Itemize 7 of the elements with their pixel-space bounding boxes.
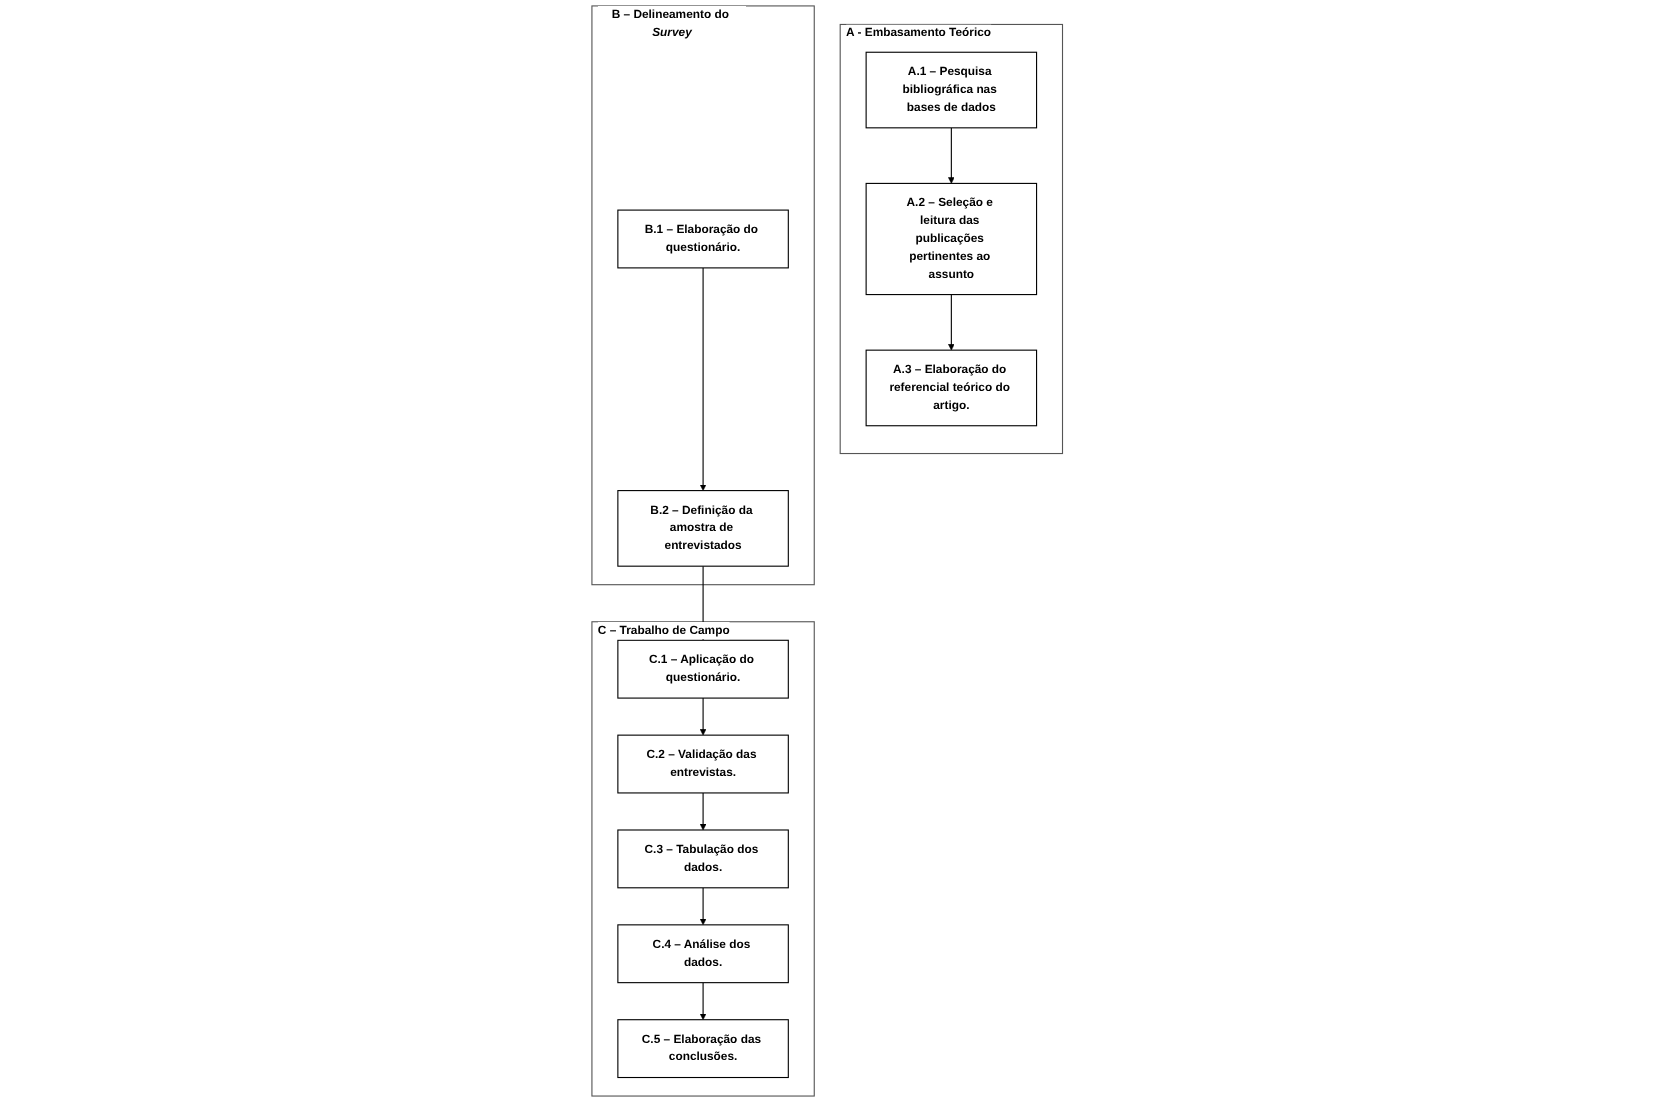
arrow bbox=[699, 887, 707, 926]
arrow bbox=[947, 294, 955, 351]
arrow bbox=[947, 127, 955, 184]
arrow bbox=[699, 267, 707, 491]
arrow bbox=[699, 697, 707, 736]
arrow bbox=[699, 792, 707, 831]
arrow bbox=[699, 982, 707, 1020]
